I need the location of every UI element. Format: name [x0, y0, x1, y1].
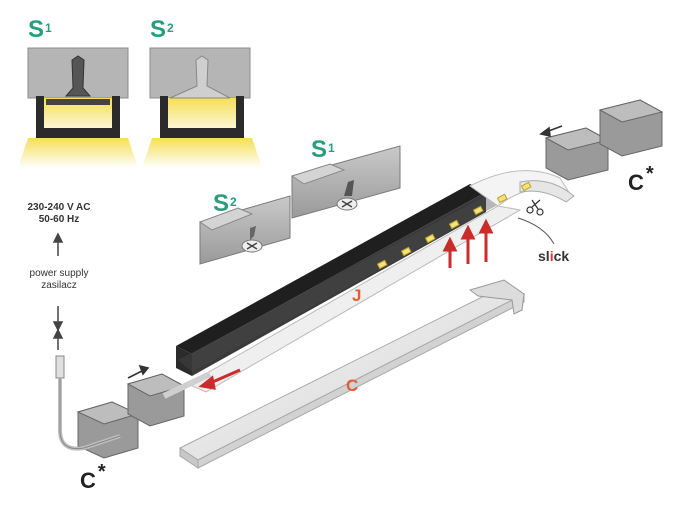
aluminium-profile: [176, 178, 536, 376]
label-c-cover: C: [346, 376, 359, 395]
diffuser-cover: [179, 279, 526, 469]
led-strip: [186, 170, 575, 393]
slick-logo: slick: [538, 248, 570, 264]
mounting-clip-s2: [198, 195, 291, 265]
scissors-icon: [526, 199, 544, 216]
power-cable: [55, 355, 212, 451]
mounting-clip-s1: [290, 145, 401, 219]
label-s2-mid: S2: [213, 190, 237, 217]
label-j: J: [352, 286, 362, 305]
cap-arrows: [127, 125, 563, 379]
cross-section-s1: [18, 47, 138, 168]
power-supply-label: power supply zasilacz: [29, 268, 89, 291]
cross-section-s2: [142, 47, 262, 168]
insert-arrows: [198, 218, 494, 390]
led-chips: [376, 181, 532, 270]
label-s2-top: S2: [150, 16, 174, 43]
label-c-bottom-left: C*: [80, 461, 106, 493]
label-s1-mid: S1: [311, 136, 335, 163]
power-voltage: 230-240 V AC 50-60 Hz: [27, 202, 91, 225]
label-c-top-right: C*: [628, 163, 654, 195]
end-cap-top-right: [544, 99, 664, 181]
power-arrows: [52, 232, 64, 350]
label-s1-top: S1: [28, 16, 52, 43]
slick-pointer: [517, 217, 555, 245]
